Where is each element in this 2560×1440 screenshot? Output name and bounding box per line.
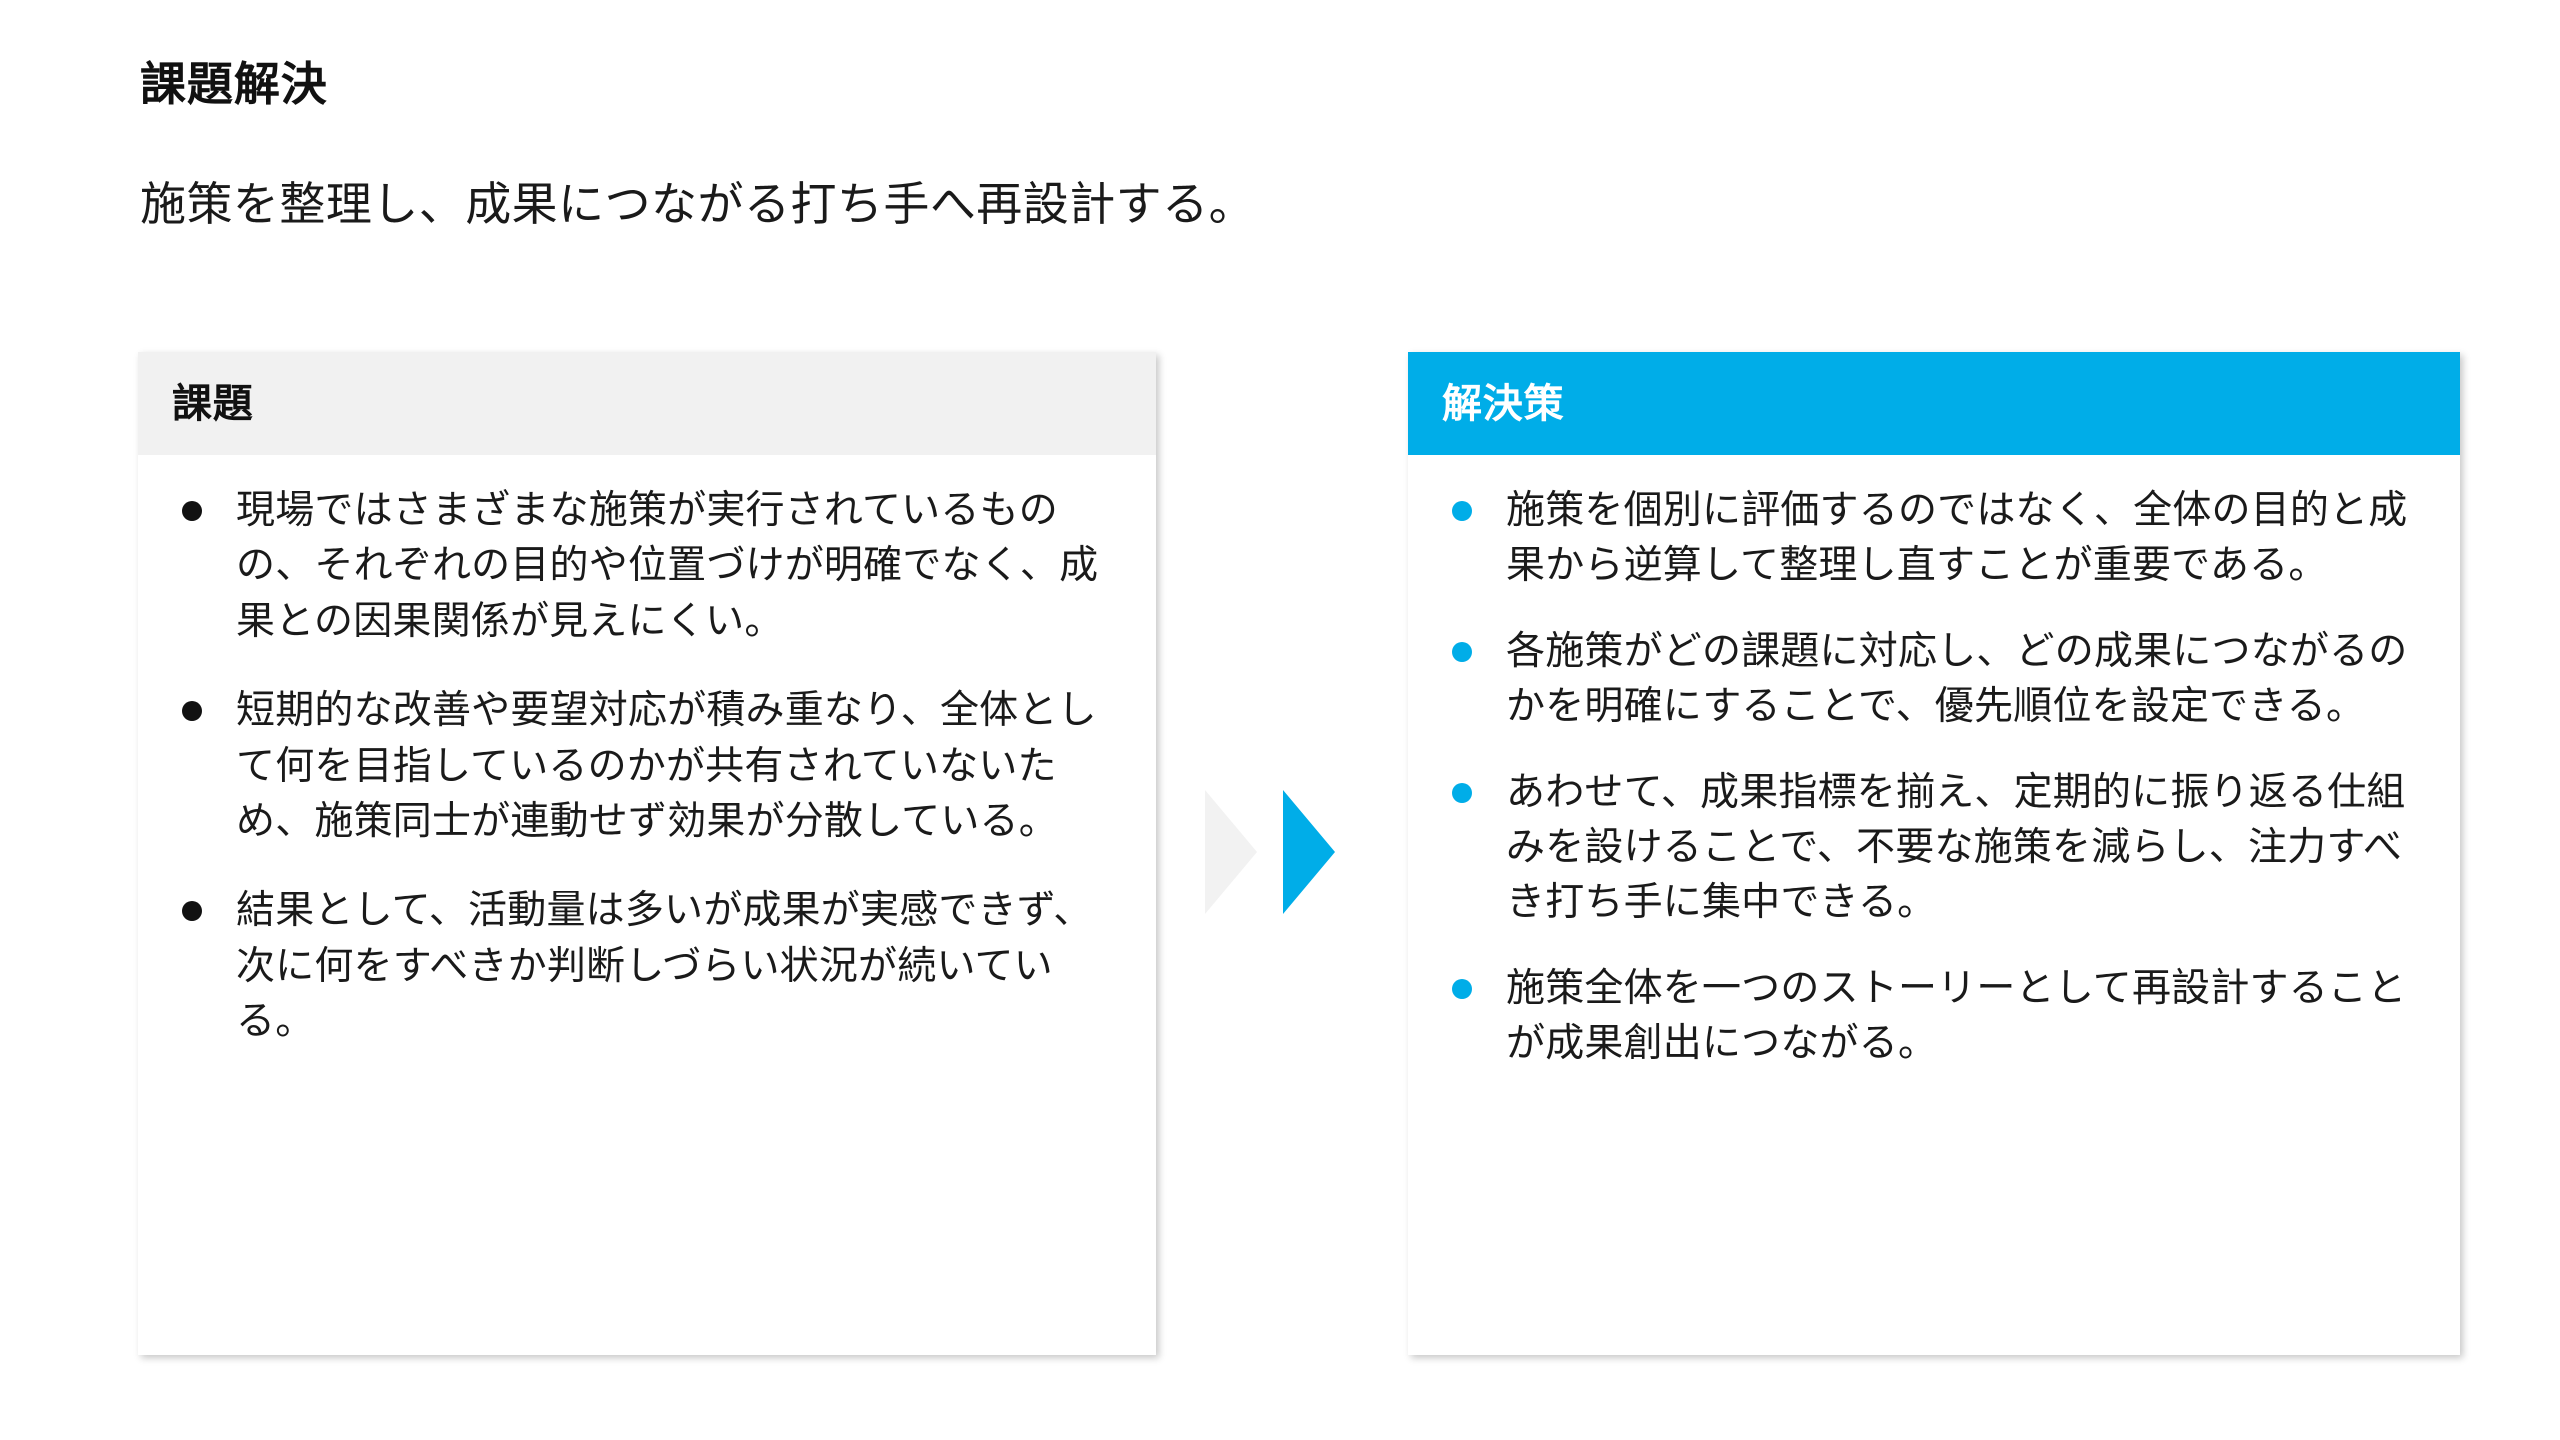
list-item: 現場ではさまざまな施策が実行されているものの、それぞれの目的や位置づけが明確でな… — [162, 483, 1122, 649]
list-item-text: 現場ではさまざまな施策が実行されているものの、それぞれの目的や位置づけが明確でな… — [236, 489, 1099, 643]
arrow-right-ghost-icon — [1205, 790, 1257, 914]
solution-card-body: 施策を個別に評価するのではなく、全体の目的と成果から逆算して整理し直すことが重要… — [1408, 455, 2460, 1071]
solution-card-header: 解決策 — [1408, 352, 2460, 455]
problem-card-body: 現場ではさまざまな施策が実行されているものの、それぞれの目的や位置づけが明確でな… — [138, 455, 1156, 1049]
bullet-dot-icon — [182, 901, 202, 922]
list-item: 各施策がどの課題に対応し、どの成果につながるのかを明確にすることで、優先順位を設… — [1432, 624, 2426, 735]
list-item-text: あわせて、成果指標を揃え、定期的に振り返る仕組みを設けることで、不要な施策を減ら… — [1506, 770, 2406, 925]
list-item: 施策を個別に評価するのではなく、全体の目的と成果から逆算して整理し直すことが重要… — [1432, 483, 2426, 594]
solution-card: 解決策 施策を個別に評価するのではなく、全体の目的と成果から逆算して整理し直すこ… — [1408, 352, 2460, 1355]
list-item-text: 施策を個別に評価するのではなく、全体の目的と成果から逆算して整理し直すことが重要… — [1506, 489, 2408, 588]
list-item-text: 結果として、活動量は多いが成果が実感できず、次に何をすべきか判断しづらい状況が続… — [236, 889, 1093, 1043]
problem-card-title: 課題 — [172, 381, 254, 426]
bullet-dot-icon — [182, 501, 202, 521]
list-item: 短期的な改善や要望対応が積み重なり、全体として何を目指しているのかが共有されてい… — [162, 683, 1122, 849]
problem-card-header: 課題 — [138, 352, 1156, 455]
bullet-dot-icon — [1452, 501, 1472, 521]
bullet-dot-icon — [1452, 782, 1472, 803]
list-item: 施策全体を一つのストーリーとして再設計することが成果創出につながる。 — [1432, 961, 2426, 1072]
arrow-right-accent-icon — [1283, 790, 1335, 914]
list-item-text: 短期的な改善や要望対応が積み重なり、全体として何を目指しているのかが共有されてい… — [236, 689, 1097, 843]
list-item: あわせて、成果指標を揃え、定期的に振り返る仕組みを設けることで、不要な施策を減ら… — [1432, 765, 2426, 931]
problem-card: 課題 現場ではさまざまな施策が実行されているものの、それぞれの目的や位置づけが明… — [138, 352, 1156, 1355]
page-subtitle: 施策を整理し、成果につながる打ち手へ再設計する。 — [140, 178, 1256, 230]
problem-bullet-list: 現場ではさまざまな施策が実行されているものの、それぞれの目的や位置づけが明確でな… — [162, 483, 1122, 1049]
bullet-dot-icon — [182, 701, 202, 722]
bullet-dot-icon — [1452, 641, 1472, 662]
list-item-text: 施策全体を一つのストーリーとして再設計することが成果創出につながる。 — [1506, 966, 2407, 1065]
solution-card-title: 解決策 — [1442, 381, 1565, 426]
list-item-text: 各施策がどの課題に対応し、どの成果につながるのかを明確にすることで、優先順位を設… — [1506, 629, 2408, 729]
bullet-dot-icon — [1452, 978, 1472, 999]
page-title: 課題解決 — [140, 58, 328, 110]
transition-arrow — [1205, 790, 1385, 920]
solution-bullet-list: 施策を個別に評価するのではなく、全体の目的と成果から逆算して整理し直すことが重要… — [1432, 483, 2426, 1071]
list-item: 結果として、活動量は多いが成果が実感できず、次に何をすべきか判断しづらい状況が続… — [162, 883, 1122, 1049]
